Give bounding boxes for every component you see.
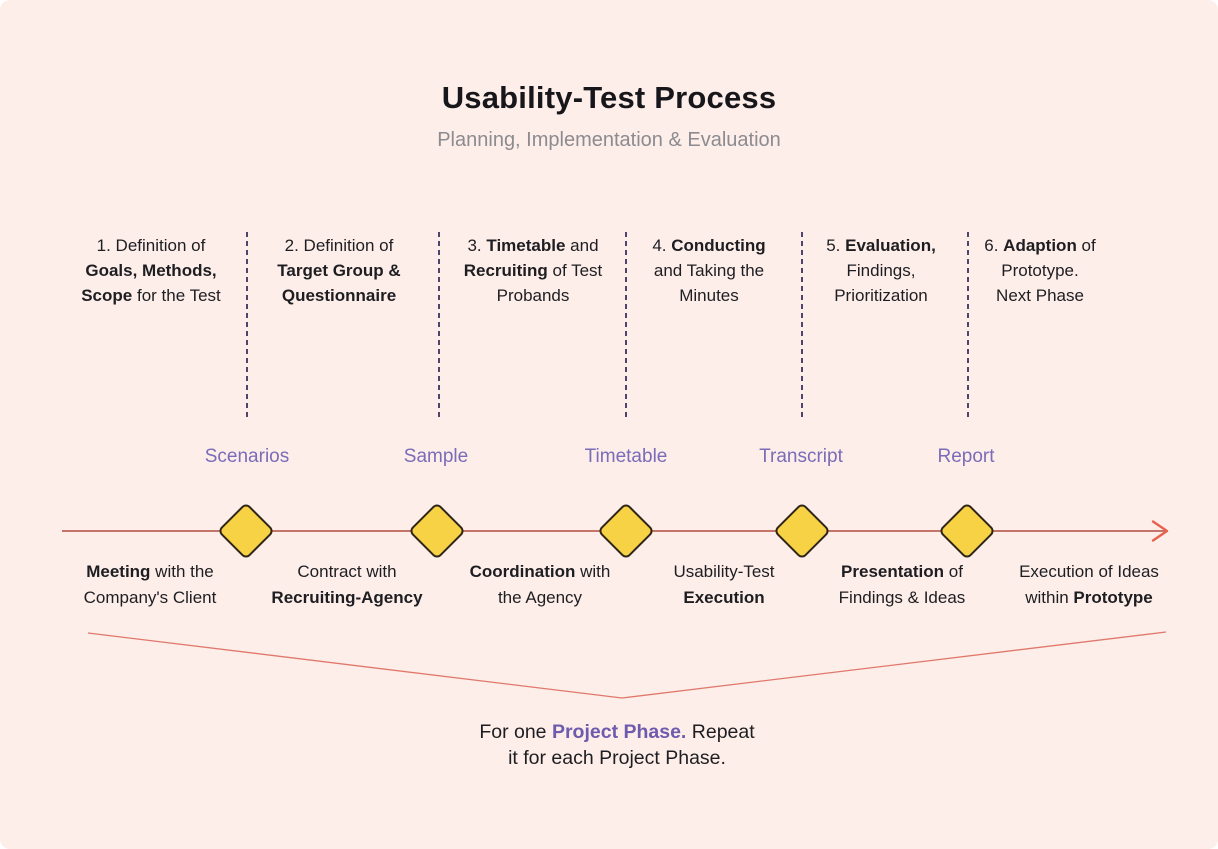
text-segment: 2. Definition of bbox=[284, 236, 394, 255]
text-segment: Prototype. bbox=[1001, 261, 1079, 280]
text-segment: Findings, bbox=[846, 261, 916, 280]
text-segment: it for each Project Phase. bbox=[508, 747, 726, 769]
text-segment: Contract with bbox=[297, 562, 397, 581]
phase-separator-2 bbox=[438, 232, 440, 418]
text-segment: Target Group & bbox=[277, 261, 401, 280]
text-segment: Next Phase bbox=[996, 286, 1084, 305]
phase-5-description: 5. Evaluation, Findings, Prioritization bbox=[781, 233, 981, 308]
phase-2-description: 2. Definition of Target Group & Questionna… bbox=[239, 233, 439, 308]
text-segment: 1. Definition of bbox=[96, 236, 206, 255]
text-segment: 4. bbox=[652, 236, 672, 255]
text-segment: Probands bbox=[496, 286, 570, 305]
phase-separator-5 bbox=[967, 232, 969, 418]
text-segment: Evaluation, bbox=[845, 236, 936, 255]
text-segment: of Test bbox=[547, 261, 603, 280]
text-segment: the Agency bbox=[497, 587, 583, 607]
project-phase-bracket bbox=[87, 631, 1167, 699]
text-segment: Company's Client bbox=[83, 587, 217, 607]
text-segment: with bbox=[575, 562, 611, 581]
footer-note: For one Project Phase. Repeat it for each… bbox=[402, 719, 832, 771]
text-segment: Execution of Ideas bbox=[1019, 562, 1159, 581]
text-segment: Coordination bbox=[469, 562, 576, 581]
text-segment: with the bbox=[150, 562, 214, 581]
text-segment: Recruiting bbox=[463, 261, 548, 280]
text-segment: 5. bbox=[826, 236, 846, 255]
page-subtitle: Planning, Implementation & Evaluation bbox=[437, 129, 781, 151]
text-segment: Meeting bbox=[86, 562, 151, 581]
text-segment: 6. bbox=[984, 236, 1004, 255]
phase-1-description: 1. Definition of Goals, Methods, Scope for… bbox=[51, 233, 251, 308]
milestone-label-transcript: Transcript bbox=[759, 446, 843, 467]
text-segment: Presentation bbox=[841, 562, 945, 581]
text-segment: Conducting bbox=[671, 236, 766, 255]
milestone-label-scenarios: Scenarios bbox=[204, 446, 290, 467]
text-segment: for the Test bbox=[132, 286, 221, 305]
text-segment: 3. bbox=[467, 236, 487, 255]
text-segment: Goals, Methods, bbox=[85, 261, 217, 280]
page-title: Usability-Test Process bbox=[441, 80, 777, 115]
text-segment: Usability-Test bbox=[673, 562, 775, 581]
text-segment: Timetable bbox=[486, 236, 566, 255]
deliverable-6-description: Execution of Ideas within Prototype bbox=[982, 559, 1197, 610]
text-segment: within bbox=[1025, 587, 1074, 607]
text-segment: Prototype bbox=[1073, 587, 1153, 607]
text-segment: Prioritization bbox=[834, 286, 928, 305]
text-segment: Scope bbox=[81, 286, 133, 305]
text-segment: and Taking the bbox=[653, 261, 765, 280]
phase-separator-4 bbox=[801, 232, 803, 418]
text-segment: For one bbox=[479, 721, 552, 743]
text-segment: of bbox=[1076, 236, 1096, 255]
milestone-label-report: Report bbox=[937, 446, 995, 467]
phase-separator-3 bbox=[625, 232, 627, 418]
deliverable-3-description: Coordination with the Agency bbox=[433, 559, 648, 610]
text-segment: Repeat bbox=[686, 721, 755, 743]
text-segment: Adaption bbox=[1003, 236, 1077, 255]
text-segment: Questionnaire bbox=[281, 286, 397, 305]
text-segment: Recruiting-Agency bbox=[271, 587, 423, 607]
text-segment: of bbox=[944, 562, 963, 581]
milestone-label-timetable: Timetable bbox=[584, 446, 668, 467]
milestone-label-sample: Sample bbox=[403, 446, 469, 467]
arrowhead-icon bbox=[1151, 520, 1169, 542]
phase-separator-1 bbox=[246, 232, 248, 418]
text-segment: and bbox=[565, 236, 599, 255]
text-segment: Findings & Ideas bbox=[838, 587, 966, 607]
text-segment: Project Phase. bbox=[551, 721, 687, 743]
text-segment: Execution bbox=[683, 587, 765, 607]
text-segment: Minutes bbox=[679, 286, 739, 305]
